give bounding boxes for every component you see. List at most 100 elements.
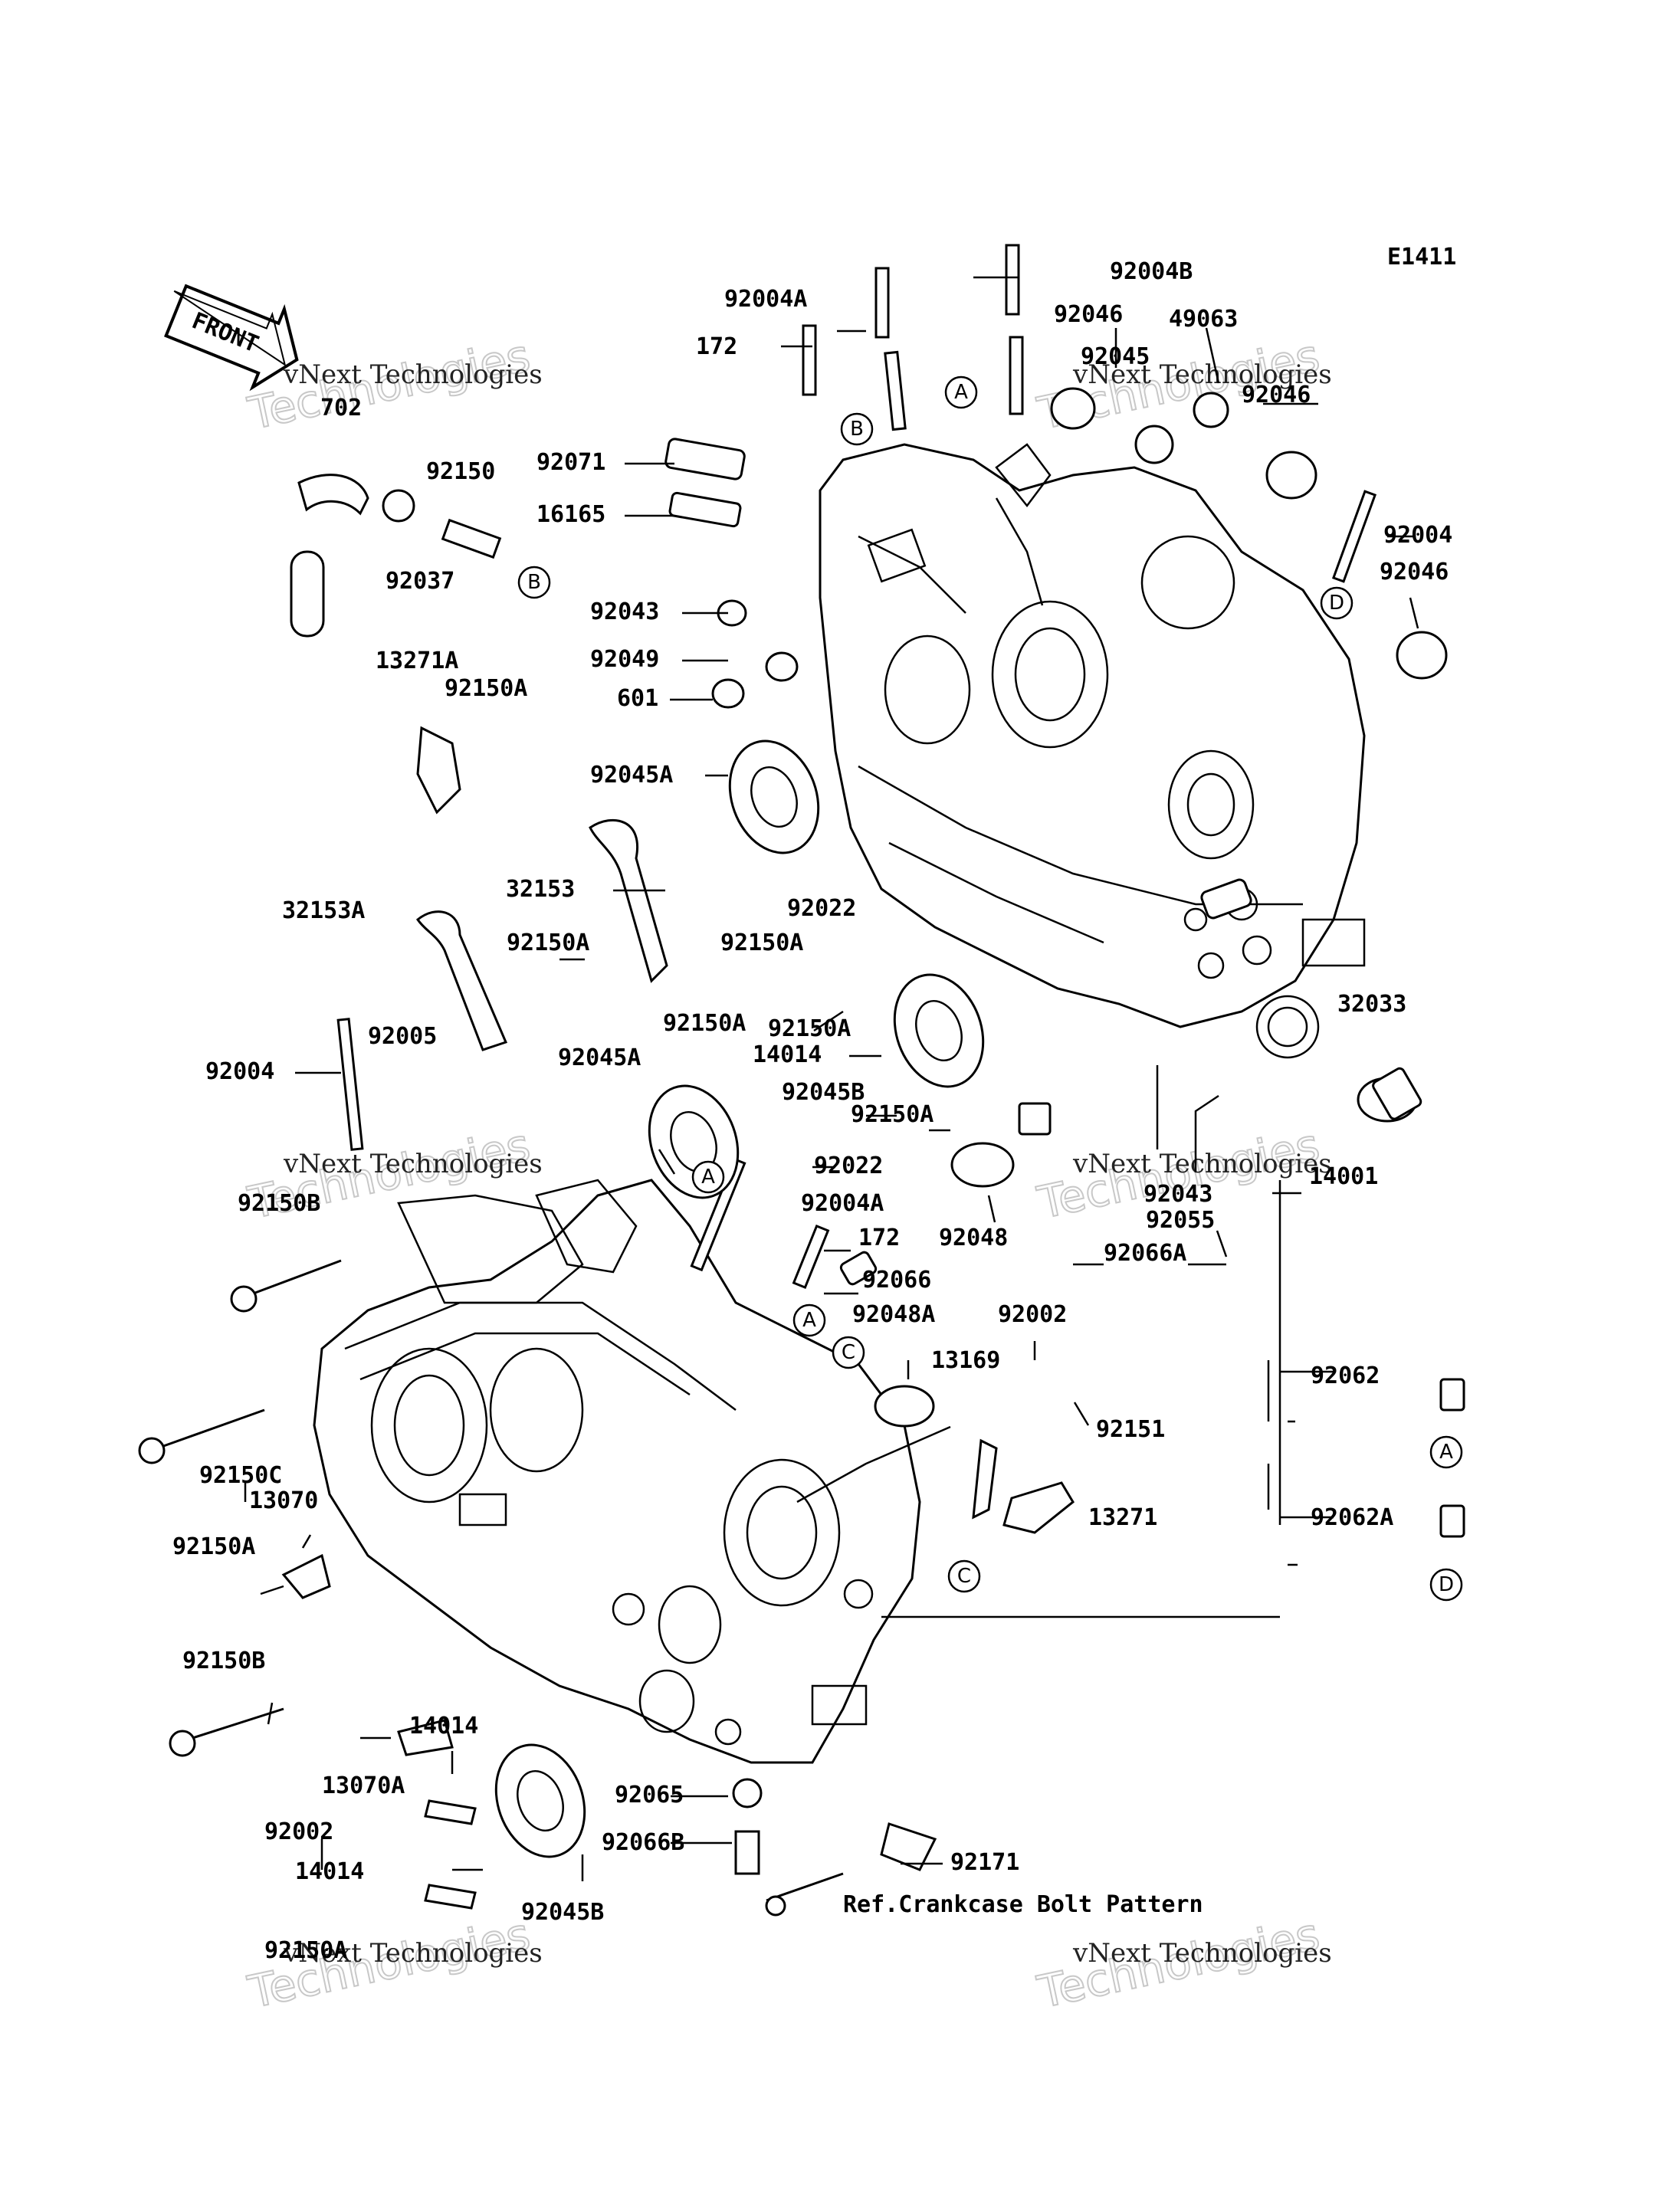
- leader-lines: [244, 276, 1419, 1881]
- callout-markers: A B B D A A C C A D: [517, 375, 1463, 1602]
- part-label: 172: [858, 1225, 900, 1251]
- part-label: 92005: [368, 1023, 437, 1050]
- part-label: 92150A: [720, 930, 803, 956]
- callout-a-circle: [792, 1303, 826, 1337]
- part-label: 13169: [931, 1347, 1000, 1374]
- watermark-text: vNext Technologies: [1072, 1938, 1332, 1969]
- callout-d-label: D: [1329, 592, 1344, 615]
- part-label: 92150A: [768, 1015, 851, 1042]
- part-label: 92046: [1054, 301, 1123, 328]
- part-label: 92171: [950, 1849, 1019, 1876]
- watermark-text: vNext Technologies: [283, 1149, 543, 1179]
- part-label: 92151: [1096, 1416, 1165, 1443]
- callout-d-circle: [1320, 586, 1354, 620]
- part-label: 92004A: [801, 1190, 884, 1217]
- callout-c-circle: [947, 1559, 981, 1593]
- part-label: 92048: [939, 1225, 1008, 1251]
- callout-a-circle: [691, 1160, 725, 1194]
- part-label: 92004: [1383, 522, 1452, 549]
- stud-parts: [336, 244, 1377, 1290]
- part-label: 16165: [536, 501, 605, 528]
- part-label: 14014: [409, 1713, 478, 1740]
- part-label: 13070A: [322, 1772, 405, 1799]
- callout-c-circle: [832, 1336, 865, 1369]
- part-label: 92002: [998, 1301, 1067, 1328]
- part-label: 92045A: [590, 762, 673, 789]
- part-label: 601: [617, 685, 658, 712]
- part-label: 92150C: [199, 1462, 282, 1489]
- part-label: 92150A: [663, 1010, 746, 1037]
- part-label: 13070: [249, 1487, 318, 1514]
- part-label: 92150A: [172, 1533, 255, 1560]
- part-label: 92049: [590, 646, 659, 673]
- callout-b-label: B: [850, 418, 864, 441]
- callout-a-label: A: [1439, 1441, 1453, 1464]
- callout-d-label: D: [1439, 1573, 1454, 1596]
- part-label: 92046: [1380, 559, 1449, 585]
- upper-crankcase: [819, 443, 1366, 1059]
- part-label: 92065: [615, 1782, 684, 1808]
- part-label: 92043: [1144, 1181, 1212, 1208]
- part-label: 92004B: [1110, 258, 1193, 285]
- callout-d-circle: [1429, 1568, 1463, 1602]
- part-label: 92048A: [852, 1301, 935, 1328]
- watermark-text: vNext Technologies: [283, 1938, 543, 1969]
- part-label: 702: [320, 395, 362, 421]
- callout-a-label: A: [954, 381, 968, 404]
- part-label: 92062: [1311, 1362, 1380, 1389]
- watermark-text: vNext Technologies: [1072, 1149, 1332, 1179]
- part-label: 14001: [1309, 1163, 1378, 1190]
- part-label: 14014: [295, 1858, 364, 1885]
- part-label: 92004A: [724, 286, 807, 313]
- part-label: 92071: [536, 449, 605, 476]
- part-label: 92045B: [782, 1079, 865, 1106]
- part-label: 172: [696, 333, 737, 360]
- part-label: 32153A: [282, 897, 365, 924]
- part-label: 92066: [862, 1267, 931, 1294]
- part-label: 92150B: [238, 1190, 320, 1217]
- part-label: 92043: [590, 598, 659, 625]
- part-label: 92022: [814, 1153, 883, 1179]
- callout-c-label: C: [842, 1341, 855, 1364]
- part-label: 92004: [205, 1058, 274, 1085]
- part-label: 92045B: [521, 1899, 604, 1926]
- part-label: 13271: [1088, 1504, 1157, 1531]
- part-label: 92045: [1081, 343, 1150, 370]
- part-label: 92150A: [851, 1101, 934, 1128]
- part-label: 92055: [1146, 1207, 1215, 1234]
- watermark-text: vNext Technologies: [283, 359, 543, 390]
- callout-b-circle: [517, 566, 551, 599]
- part-label: 92066A: [1104, 1240, 1186, 1267]
- part-label: 92150A: [264, 1937, 347, 1964]
- lower-crankcase: [313, 1179, 921, 1764]
- part-label: 49063: [1169, 306, 1238, 333]
- part-labels: 92004B 92004A 172 92046 49063 92045 9204…: [172, 258, 1452, 1964]
- callout-b-label: B: [527, 571, 541, 594]
- callout-b-circle: [840, 412, 874, 446]
- part-label: 92062A: [1311, 1504, 1393, 1531]
- part-label: 32033: [1337, 991, 1406, 1018]
- part-label: 92150A: [445, 675, 527, 702]
- part-label: 92150A: [507, 930, 589, 956]
- part-label: 92045A: [558, 1044, 641, 1071]
- ref-crankcase-bolt-note: Ref.Crankcase Bolt Pattern: [843, 1891, 1203, 1918]
- part-label: 13271A: [376, 648, 458, 674]
- callout-a-circle: [1429, 1435, 1463, 1469]
- part-label: 92046: [1242, 382, 1311, 408]
- part-label: 92150B: [182, 1648, 265, 1674]
- callout-c-label: C: [957, 1565, 971, 1588]
- part-label: 92066B: [602, 1829, 684, 1856]
- part-label: 92037: [386, 568, 454, 595]
- small-parts: [138, 438, 1465, 1917]
- part-label: 92002: [264, 1818, 333, 1845]
- diagram-code: E1411: [1387, 244, 1456, 271]
- part-label: 92022: [787, 895, 856, 922]
- callout-a-label: A: [802, 1309, 816, 1332]
- callout-a-circle: [944, 375, 978, 409]
- part-label: 92150: [426, 458, 495, 485]
- callout-a-label: A: [701, 1166, 715, 1189]
- part-label: 32153: [506, 876, 575, 903]
- front-arrow-icon: FRONT: [164, 284, 299, 392]
